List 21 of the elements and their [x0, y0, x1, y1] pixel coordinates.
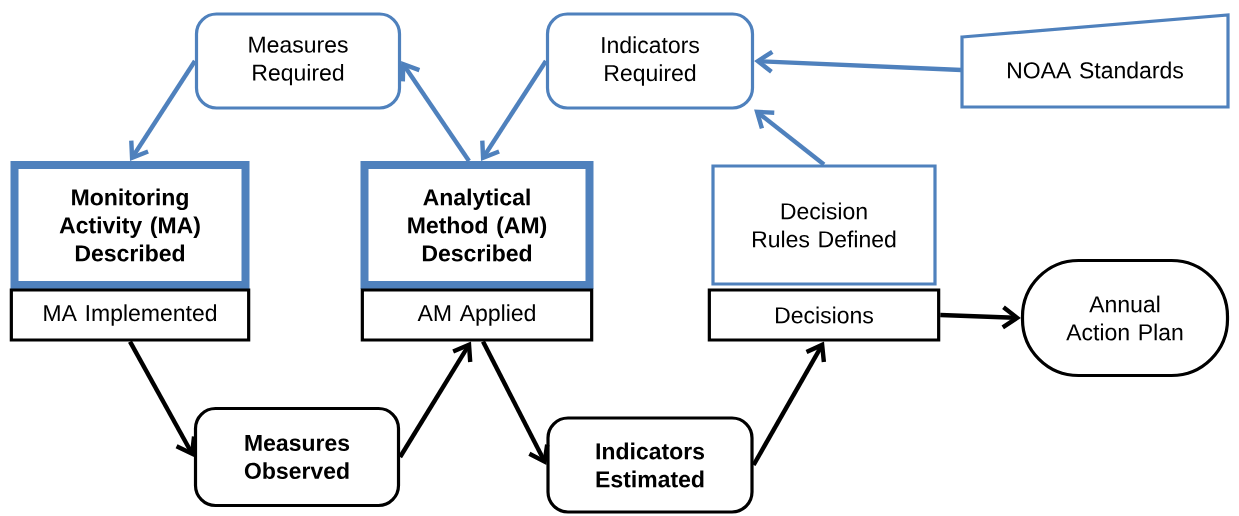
arrow: [129, 59, 197, 161]
arrow: [480, 59, 548, 161]
process-box: AM Applied: [360, 288, 594, 342]
rounded-box: Indicators Required: [545, 12, 755, 110]
process-box: Decisions: [707, 288, 941, 342]
arrow: [754, 109, 826, 167]
arrow: [754, 49, 962, 74]
arrow: [481, 340, 550, 465]
process-box: Monitoring Activity (MA) Described: [10, 161, 250, 289]
process-box: Analytical Method (AM) Described: [360, 161, 594, 289]
rounded-box: Indicators Estimated: [546, 416, 754, 514]
rounded-box: Measures Required: [194, 12, 402, 110]
rounded-box: Measures Observed: [193, 406, 401, 508]
arrow: [940, 305, 1021, 330]
trapezoid-box: NOAA Standards: [960, 13, 1230, 109]
arrow: [751, 341, 827, 467]
process-box: MA Implemented: [9, 288, 251, 342]
process-box: Decision Rules Defined: [711, 164, 937, 286]
arrow: [400, 61, 471, 163]
arrow: [128, 340, 197, 457]
arrow: [398, 341, 473, 459]
